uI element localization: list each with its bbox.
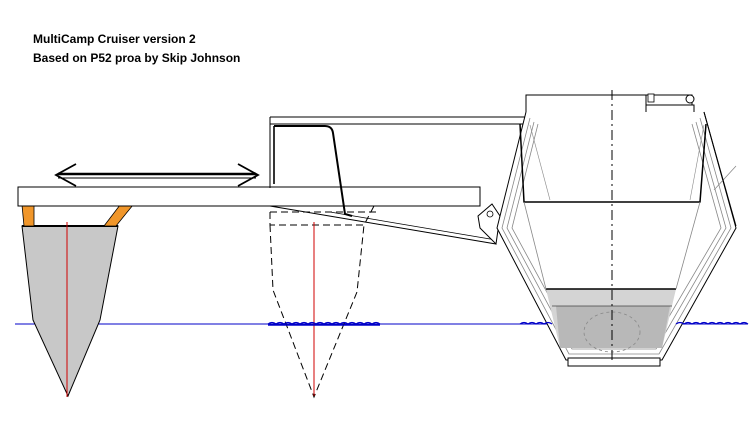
main-hull (496, 93, 737, 367)
ama-hull (21, 225, 119, 398)
title-line-1: MultiCamp Cruiser version 2 (33, 32, 196, 46)
wave-line-left (267, 321, 381, 325)
beam-hinge (477, 203, 501, 246)
ama-bracket-right (103, 204, 134, 227)
crossbeam (17, 186, 481, 207)
title-line-2: Based on P52 proa by Skip Johnson (33, 51, 241, 65)
ama-bracket-left (21, 204, 35, 227)
retracted-hull-outline (269, 205, 380, 399)
double-headed-arrow-icon (54, 163, 260, 187)
title-block: MultiCamp Cruiser version 2 Based on P52… (33, 30, 240, 68)
wave-line-right (519, 321, 749, 325)
